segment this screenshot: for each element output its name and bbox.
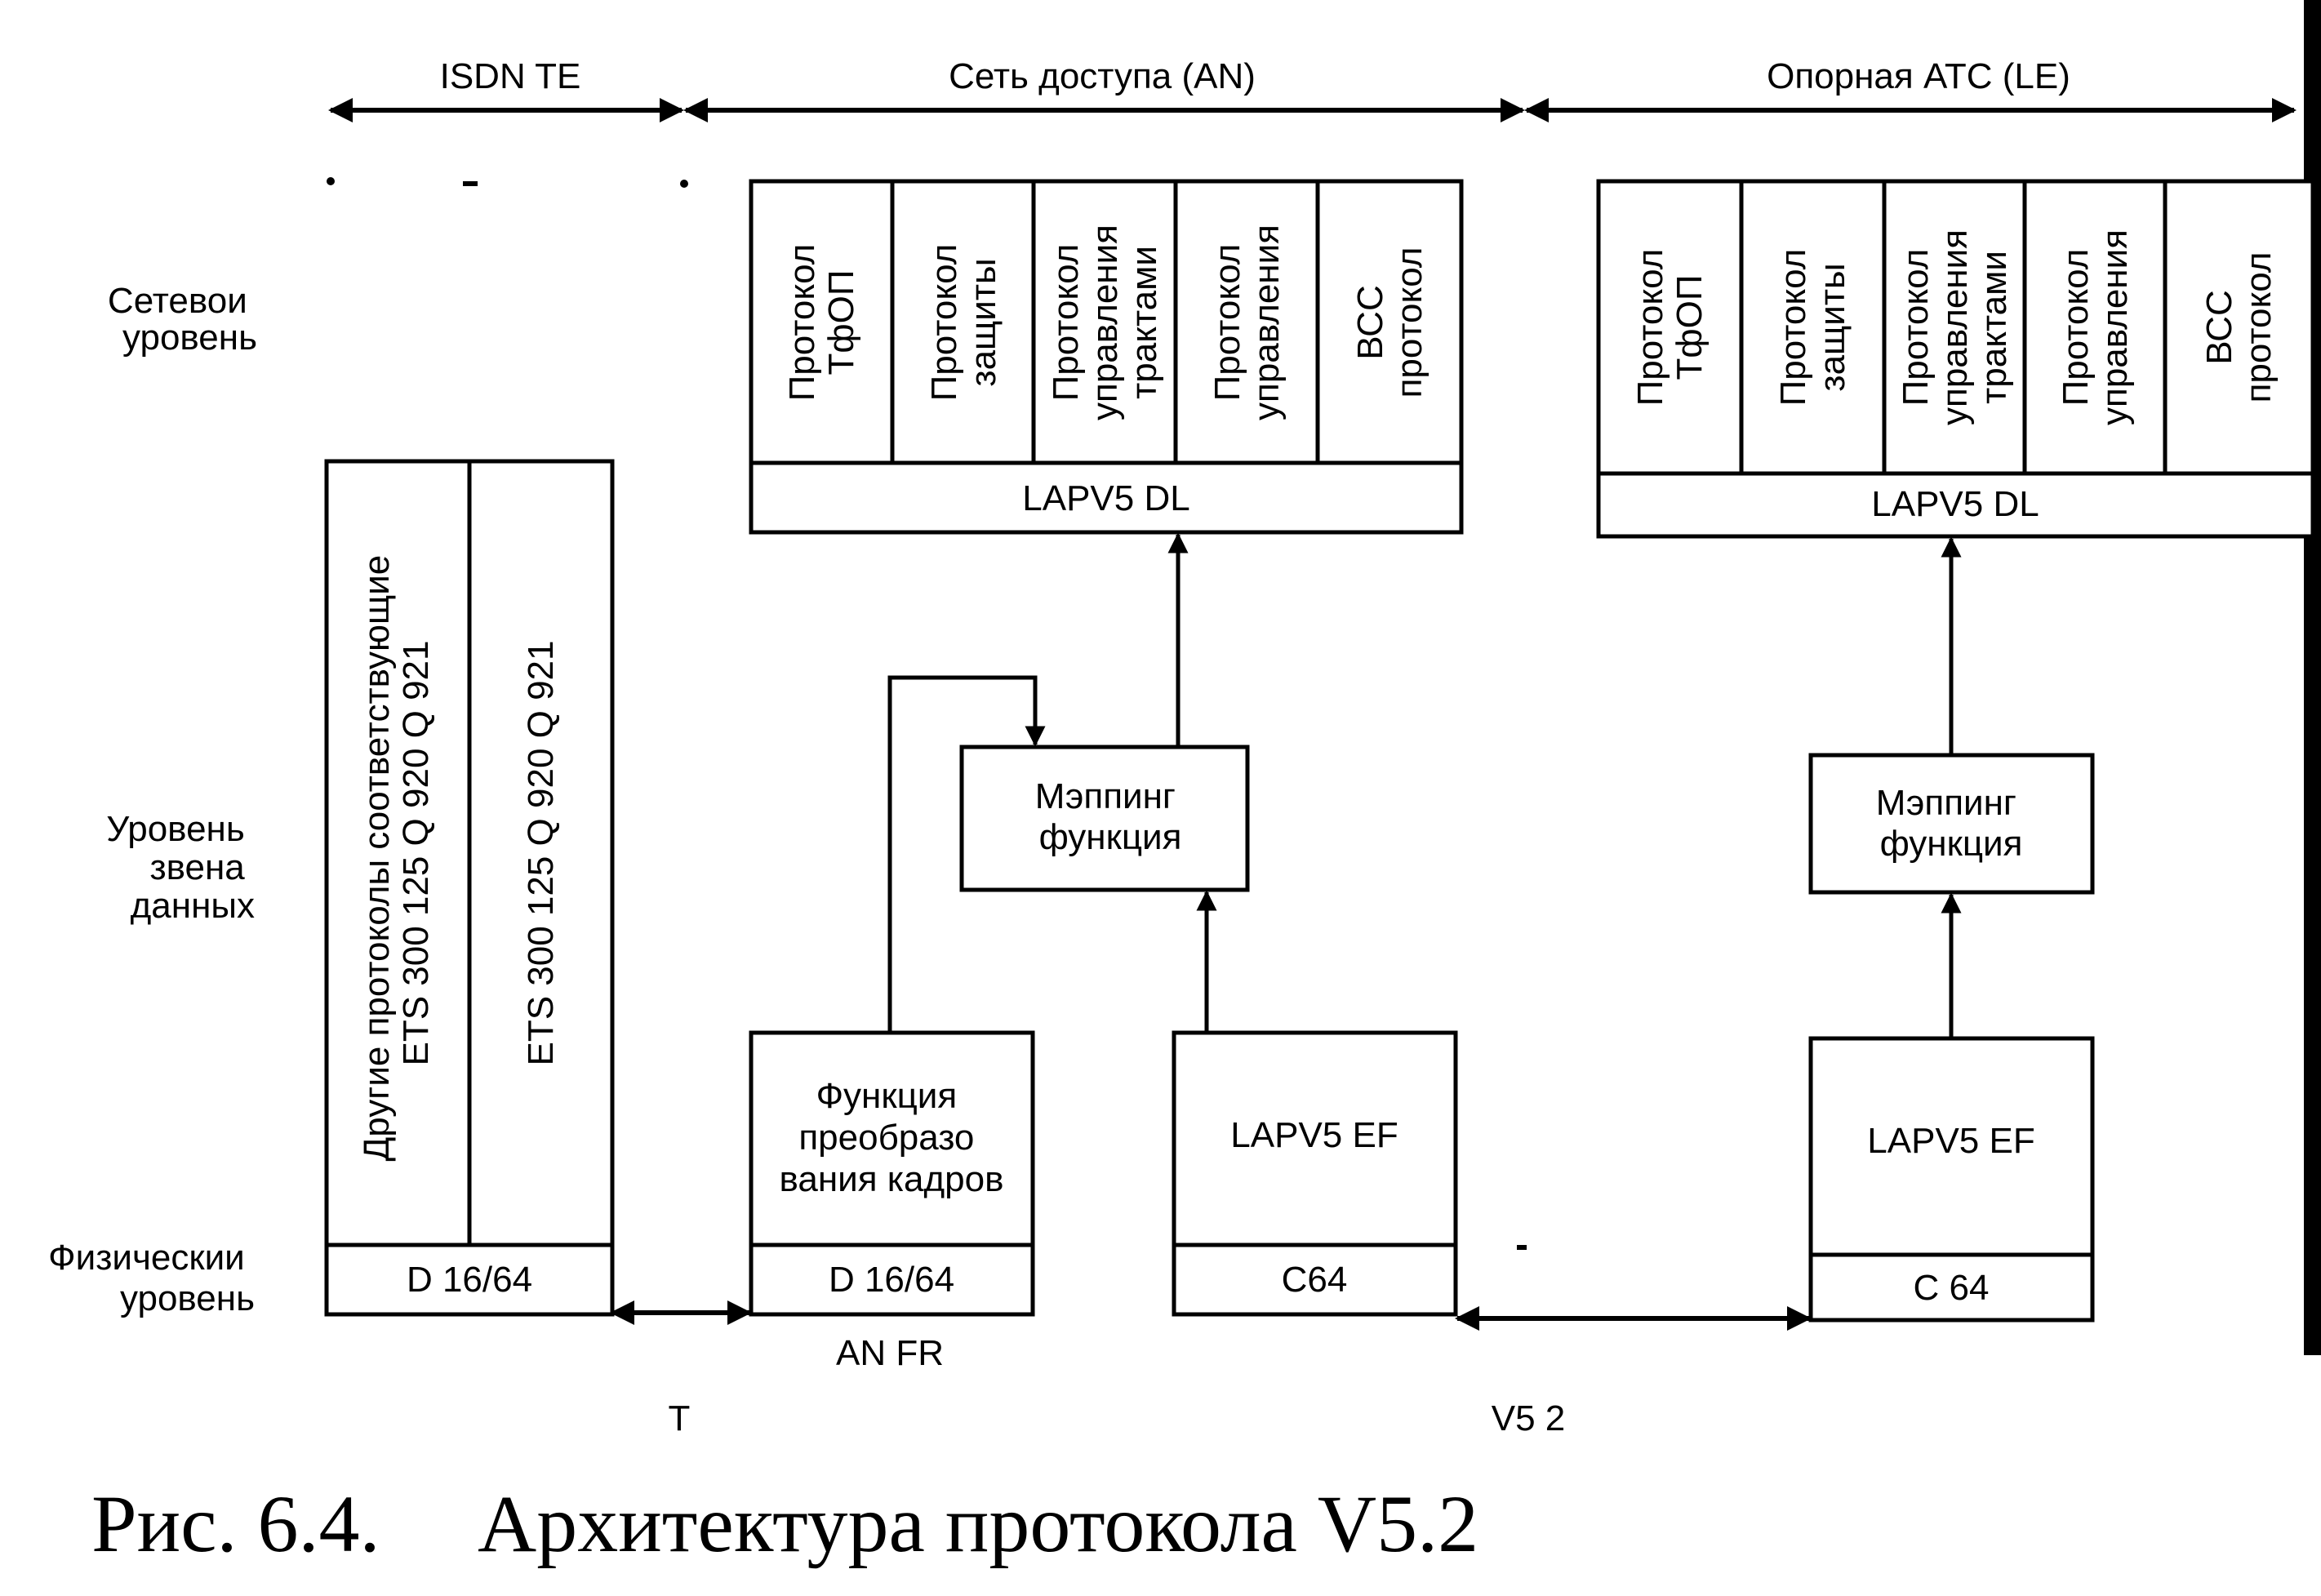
- an-frame-conversion-line-1: Функция: [816, 1076, 958, 1116]
- le-datalink: Мэппинг функция LAPV5 EF C 64: [1808, 536, 2095, 1323]
- te-ets-protocols: ETS 300 125 Q 920 Q 921: [521, 640, 561, 1065]
- an-protocol-5-line-1: ВСС: [1350, 285, 1390, 359]
- an-protocol-1-line-1: Протокол: [782, 244, 822, 402]
- layer-network-line-1: Сетевои: [108, 281, 247, 321]
- an-protocol-5-line-2: протокол: [1389, 247, 1430, 398]
- an-mapping-line-2: функция: [1039, 817, 1182, 857]
- te-phys-label: D 16/64: [407, 1260, 532, 1300]
- le-protocol-4-line-2: управления: [2095, 229, 2135, 425]
- an-frame-conversion-line-3: вания кадров: [780, 1159, 1004, 1199]
- an-protocol-5: ВССпротокол: [1350, 247, 1430, 398]
- an-protocol-1: ПротоколТфОП: [782, 244, 861, 402]
- le-protocol-5-line-1: ВСС: [2199, 290, 2239, 364]
- le-protocol-1-line-1: Протокол: [1630, 249, 1670, 407]
- an-protocol-1-line-2: ТфОП: [821, 270, 861, 376]
- le-lapv5-ef: LAPV5 EF: [1867, 1121, 2034, 1161]
- le-protocol-3-line-1: Протокол: [1896, 249, 1936, 407]
- an-protocol-3-line-3: трактами: [1124, 246, 1164, 399]
- layer-physical-label: Физическии уровень: [48, 1238, 255, 1318]
- zone-label-te: ISDN TE: [440, 56, 581, 96]
- an-mapping-box: [959, 745, 1250, 892]
- speck: [680, 180, 688, 188]
- zone-label-an: Сеть доступа (AN): [949, 56, 1256, 96]
- speck: [327, 177, 335, 185]
- te-other-protocols: Другие протоколы соответствующие ETS 300…: [357, 545, 436, 1161]
- speck: [463, 181, 478, 186]
- le-protocol-2: Протоколзащиты: [1773, 249, 1852, 407]
- layer-physical-line-1: Физическии: [48, 1238, 245, 1278]
- layer-network-label: Сетевои уровень: [108, 281, 257, 358]
- layer-labels: Сетевои уровень Уровень звена данных Физ…: [48, 281, 257, 1318]
- le-mapping-line-2: функция: [1880, 824, 2023, 864]
- le-protocol-5: ВССпротокол: [2199, 252, 2279, 403]
- v52-interface-label: V5 2: [1492, 1398, 1566, 1438]
- figure-caption: Рис. 6.4. Архитектура протокола V5.2: [91, 1478, 1478, 1569]
- caption-title: Архитектура протокола V5.2: [478, 1478, 1478, 1569]
- an-protocol-3: Протоколуправлениятрактами: [1046, 225, 1164, 420]
- layer-datalink-line-2: звена: [149, 847, 245, 887]
- layer-datalink-line-3: данных: [131, 886, 255, 926]
- le-protocol-2-line-1: Протокол: [1773, 249, 1813, 407]
- an-protocol-2-line-1: Протокол: [924, 244, 964, 402]
- layer-network-line-2: уровень: [122, 318, 257, 358]
- an-fr-label: AN FR: [836, 1333, 944, 1373]
- an-protocol-3-line-2: управления: [1085, 225, 1125, 420]
- le-protocol-4-line-1: Протокол: [2056, 249, 2096, 407]
- le-protocol-1-line-2: ТфОП: [1670, 275, 1710, 380]
- le-protocol-2-line-2: защиты: [1812, 263, 1852, 391]
- an-protocol-2: Протоколзащиты: [924, 244, 1003, 402]
- an-frame-phys-label: D 16/64: [829, 1260, 954, 1300]
- an-protocol-2-line-2: защиты: [963, 258, 1003, 386]
- an-lapv5-ef-box: [1172, 1030, 1458, 1317]
- le-protocol-1: ПротоколТфОП: [1630, 249, 1710, 407]
- an-protocol-4-line-2: управления: [1247, 225, 1287, 420]
- zone-header: ISDN TE Сеть доступа (AN) Опорная АТС (L…: [327, 56, 2297, 1250]
- an-mapping-line-1: Мэппинг: [1035, 776, 1176, 816]
- le-mapping-box: [1808, 753, 2095, 895]
- le-protocol-3-line-3: трактами: [1974, 251, 2014, 404]
- le-protocol-4: Протоколуправления: [2056, 229, 2135, 425]
- an-lapv5-dl: LAPV5 DL: [1022, 478, 1189, 518]
- speck: [1517, 1245, 1527, 1250]
- an-mapping-label: Мэппинг функция: [1035, 776, 1185, 857]
- an-protocol-frame: [749, 179, 1464, 535]
- an-protocol-3-line-1: Протокол: [1046, 244, 1086, 402]
- le-lapv5-ef-box: [1808, 1036, 2095, 1323]
- caption-number: Рис. 6.4.: [91, 1478, 380, 1569]
- layer-physical-line-2: уровень: [120, 1278, 255, 1318]
- an-lapv5-ef: LAPV5 EF: [1230, 1115, 1398, 1155]
- layer-datalink-line-1: Уровень: [106, 809, 245, 849]
- le-mapping-line-1: Мэппинг: [1876, 783, 2016, 823]
- an-frame-conversion-line-2: преобразо: [798, 1118, 974, 1158]
- t-interface-label: T: [669, 1398, 691, 1438]
- an-frame-to-mapping-arrow: [887, 675, 1046, 1033]
- zone-label-le: Опорная АТС (LE): [1767, 56, 2070, 96]
- an-protocol-4-line-1: Протокол: [1207, 244, 1247, 402]
- layer-datalink-label: Уровень звена данных: [106, 809, 255, 926]
- an-frame-conversion-label: Функция преобразо вания кадров: [780, 1076, 1004, 1199]
- te-other-protocols-line-1: Другие протоколы соответствующие: [357, 555, 397, 1162]
- an-datalink: Мэппинг функция Функция преобразо вания …: [749, 532, 1458, 1373]
- le-protocol-3-line-2: управления: [1935, 229, 1975, 425]
- le-protocol-frame: [1596, 179, 2315, 539]
- le-mapping-label: Мэппинг функция: [1876, 783, 2026, 864]
- le-lapv5-dl: LAPV5 DL: [1871, 484, 2039, 524]
- physical-links: T V5 2: [610, 1300, 1812, 1438]
- an-ef-phys-label: C64: [1282, 1260, 1348, 1300]
- te-other-protocols-line-2: ETS 300 125 Q 920 Q 921: [396, 640, 436, 1065]
- le-protocol-3: Протоколуправлениятрактами: [1896, 229, 2014, 425]
- le-ef-phys-label: C 64: [1914, 1268, 1990, 1308]
- le-protocol-5-line-2: протокол: [2239, 252, 2279, 403]
- an-protocol-4: Протоколуправления: [1207, 225, 1287, 420]
- te-stack: Другие протоколы соответствующие ETS 300…: [324, 459, 615, 1317]
- an-frame-conversion-box: [749, 1030, 1035, 1317]
